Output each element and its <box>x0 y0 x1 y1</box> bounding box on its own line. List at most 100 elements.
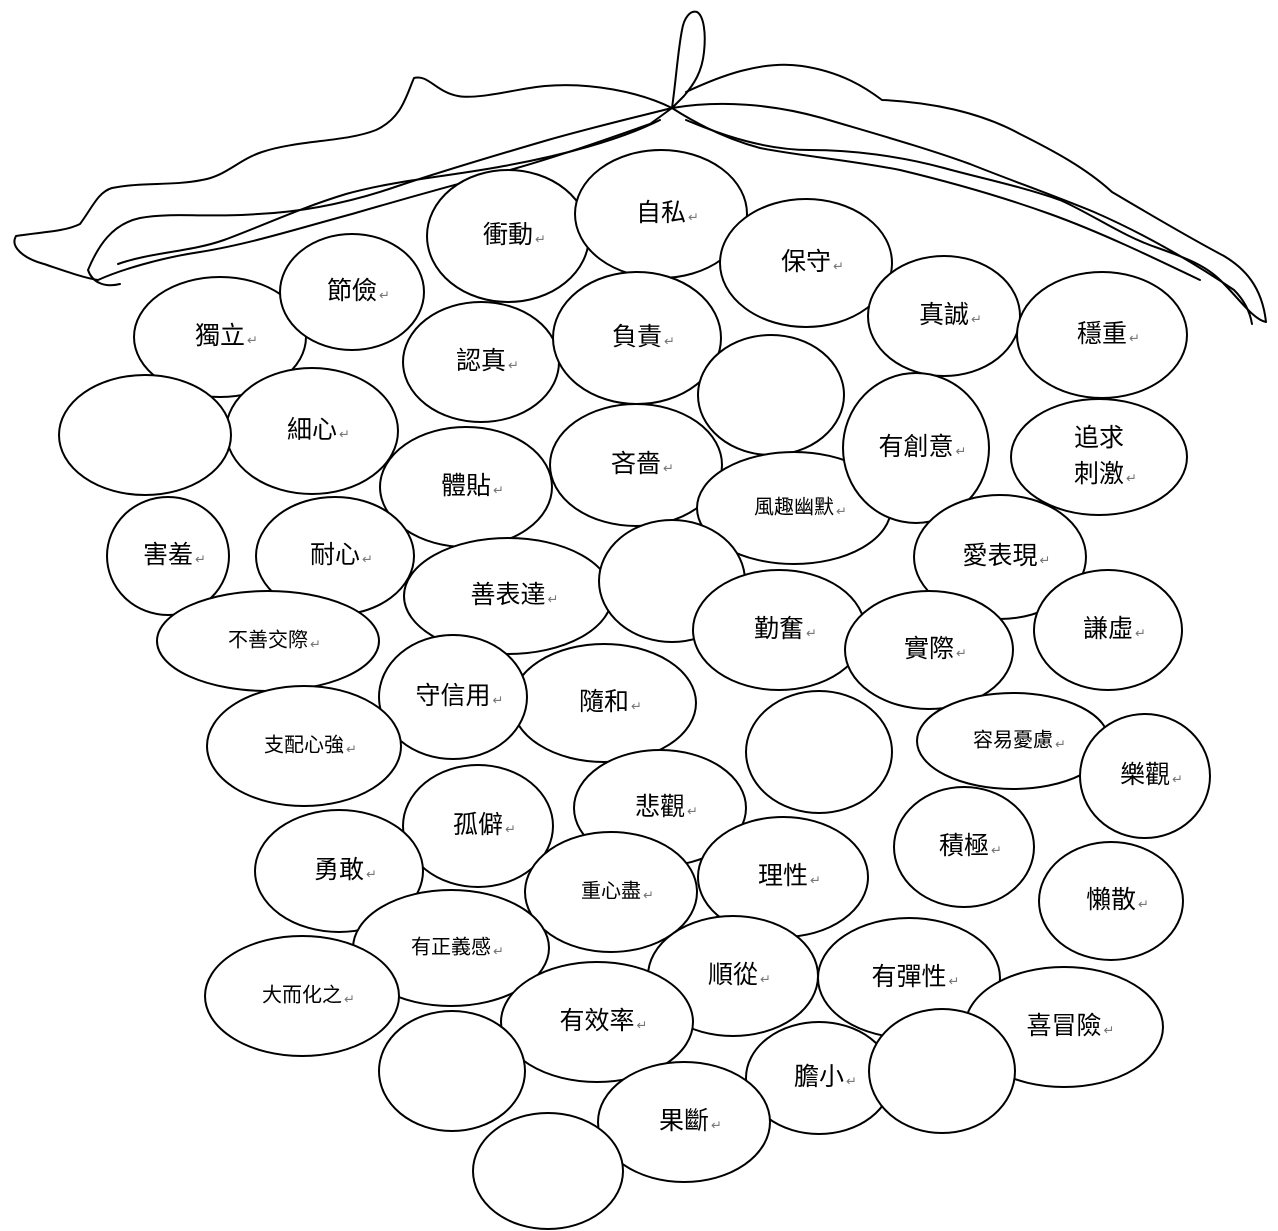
paragraph-mark: ↵ <box>379 289 390 304</box>
paragraph-mark: ↵ <box>687 805 698 820</box>
grape-circle <box>745 690 893 814</box>
grape-label: 有彈性 <box>871 962 946 991</box>
grape-circle <box>1016 271 1188 399</box>
paragraph-mark: ↵ <box>711 1119 722 1134</box>
grape-circle <box>58 374 232 496</box>
grape-renzhen: 認真↵ <box>402 301 560 423</box>
grape-naixin: 耐心↵ <box>255 496 415 616</box>
grape-circle <box>204 935 400 1057</box>
paragraph-mark: ↵ <box>493 484 504 499</box>
paragraph-mark: ↵ <box>505 823 516 838</box>
grape-qinfen: 勤奮↵ <box>692 569 866 691</box>
grape-label: 謙虛 <box>1083 614 1133 643</box>
grape-fengqu: 風趣幽默↵ <box>696 451 892 565</box>
grape-label: 害羞 <box>143 540 193 569</box>
grape-label: 懶散 <box>1086 885 1136 914</box>
grape-guipi: 孤僻↵ <box>402 764 554 888</box>
grape-label: 節儉 <box>327 276 377 305</box>
grape-shouxinyong: 守信用↵ <box>378 634 528 760</box>
grape-label: 穩重 <box>1077 319 1127 348</box>
paragraph-mark: ↵ <box>806 627 817 642</box>
grape-label: 支配心強 <box>264 733 344 757</box>
grape-circle <box>254 809 424 933</box>
grape-shiji: 實際↵ <box>844 590 1014 710</box>
grape-label: 體貼 <box>441 471 491 500</box>
grape-label: 負責 <box>612 322 662 351</box>
paragraph-mark: ↵ <box>310 638 321 653</box>
grape-jiji: 積極↵ <box>893 786 1035 908</box>
grape-suihe: 隨和↵ <box>511 643 697 763</box>
grape-label: 獨立 <box>195 321 245 350</box>
grape-label: 保守 <box>781 247 831 276</box>
grape-aibiaoxian: 愛表現↵ <box>913 494 1087 620</box>
grape-leaf-outline <box>13 10 1267 325</box>
grape-circle <box>844 590 1014 710</box>
paragraph-mark: ↵ <box>971 313 982 328</box>
grape-circle <box>524 831 698 953</box>
grape-label: 不善交際 <box>228 628 308 652</box>
grape-cluster: 獨立↵節儉↵衝動↵自私↵保守↵真誠↵穩重↵認真↵負責↵細心↵體貼↵吝嗇↵風趣幽默… <box>58 149 1211 1230</box>
grape-circle <box>500 961 694 1083</box>
leaf-fold-outline <box>87 107 673 287</box>
grape-guoduan: 果斷↵ <box>597 1061 771 1183</box>
grape-label: 衝動 <box>483 220 533 249</box>
grape-blank-6 <box>868 1008 1016 1134</box>
paragraph-mark: ↵ <box>339 428 350 443</box>
paragraph-mark: ↵ <box>1126 472 1137 487</box>
grape-circle <box>206 685 402 807</box>
grape-label: 刺激 <box>1074 459 1124 488</box>
grape-label: 吝嗇 <box>611 449 661 478</box>
grape-circle <box>697 334 845 456</box>
grape-blank-2 <box>58 374 232 496</box>
paragraph-mark: ↵ <box>548 593 559 608</box>
grape-label: 有正義感 <box>411 935 491 959</box>
leaf-right-inner <box>671 102 1253 325</box>
paragraph-mark: ↵ <box>247 334 258 349</box>
grape-label: 勤奮 <box>754 614 804 643</box>
paragraph-mark: ↵ <box>535 233 546 248</box>
grape-label: 真誠 <box>919 300 969 329</box>
paragraph-mark: ↵ <box>956 647 967 662</box>
grape-linse: 吝嗇↵ <box>549 403 723 527</box>
grape-label: 悲觀 <box>635 792 685 821</box>
grape-label: 大而化之 <box>262 983 342 1007</box>
paragraph-mark: ↵ <box>991 844 1002 859</box>
grape-label: 追求 <box>1074 423 1124 452</box>
grape-label: 膽小 <box>794 1062 844 1091</box>
paragraph-mark: ↵ <box>1104 1024 1115 1039</box>
grape-tanxing: 有彈性↵ <box>817 917 1001 1039</box>
paragraph-mark: ↵ <box>493 694 504 709</box>
grape-label: 風趣幽默 <box>754 495 834 519</box>
grape-maoxian: 喜冒險↵ <box>964 966 1164 1088</box>
grape-stem <box>671 10 706 109</box>
grape-chongdong: 衝動↵ <box>426 169 590 303</box>
grape-circle <box>402 764 554 888</box>
grape-label: 容易憂慮 <box>973 728 1053 752</box>
grape-label: 善表達 <box>470 580 545 609</box>
grape-label: 實際 <box>904 634 954 663</box>
grape-label: 隨和 <box>579 687 629 716</box>
grape-xixin: 細心↵ <box>225 367 399 495</box>
grape-label: 勇敢 <box>314 855 364 884</box>
grape-circle <box>549 403 723 527</box>
paragraph-mark: ↵ <box>1129 332 1140 347</box>
grape-label: 有效率 <box>559 1006 634 1035</box>
grape-label: 喜冒險 <box>1026 1011 1101 1040</box>
grape-lansan: 懶散↵ <box>1038 841 1184 961</box>
grape-haixiu: 害羞↵ <box>106 496 230 616</box>
paragraph-mark: ↵ <box>663 462 674 477</box>
grape-circle <box>279 233 425 351</box>
paragraph-mark: ↵ <box>949 975 960 990</box>
grape-danxiao: 膽小↵ <box>745 1021 893 1135</box>
leaf-vein-left <box>117 119 661 265</box>
grape-jiejian: 節儉↵ <box>279 233 425 351</box>
grape-bushan: 不善交際↵ <box>156 590 380 692</box>
paragraph-mark: ↵ <box>508 359 519 374</box>
grape-label: 積極 <box>939 831 989 860</box>
grape-label: 愛表現 <box>962 541 1037 570</box>
grape-duli: 獨立↵ <box>133 276 307 398</box>
paragraph-mark: ↵ <box>631 700 642 715</box>
grape-zhipei: 支配心強↵ <box>206 685 402 807</box>
grape-circle <box>893 786 1035 908</box>
